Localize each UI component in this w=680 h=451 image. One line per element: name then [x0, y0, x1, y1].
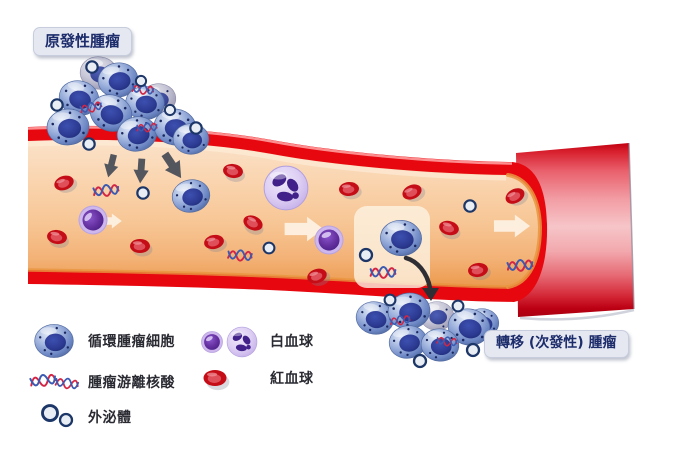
primary-tumor-label: 原發性腫瘤 [33, 27, 133, 56]
legend-item-white-blood-cell: 白血球 [196, 322, 314, 360]
exosome [358, 247, 374, 263]
legend-label: 腫瘤游離核酸 [88, 375, 175, 391]
exosome [85, 60, 99, 74]
exosome [163, 103, 177, 117]
vessel-lumen-top-sheen [27, 140, 507, 181]
legend-label: 外泌體 [88, 410, 132, 426]
exosome [262, 241, 276, 255]
tumor-free-nucleic-acid-icon [29, 372, 80, 391]
extravasation-arrow [403, 255, 439, 301]
exosome-icon [41, 404, 74, 428]
circulating-tumor-cell-icon [34, 323, 74, 359]
legend-item-tumor-free-nucleic-acid: 腫瘤游離核酸 [29, 364, 175, 400]
vessel-exterior-tube [516, 143, 634, 317]
legend-label: 循環腫瘤細胞 [88, 334, 175, 350]
white-blood-cell-large [263, 165, 309, 211]
legend-label: 紅血球 [270, 371, 314, 387]
metastatic-tumor-label: 轉移 (次發性) 腫瘤 [484, 330, 629, 358]
exosome [82, 137, 96, 151]
exosome [134, 74, 148, 88]
legend-item-circulating-tumor-cell: 循環腫瘤細胞 [30, 322, 175, 360]
vessel-contents [45, 162, 534, 290]
legend-item-exosome: 外泌體 [30, 400, 132, 434]
curved-arrow-head [422, 288, 439, 301]
legend-label: 白血球 [270, 334, 314, 350]
vessel-exterior-shadow [519, 308, 635, 321]
exosome [412, 353, 428, 369]
exosome [189, 121, 203, 135]
exosome [136, 186, 150, 200]
exosome [50, 98, 64, 112]
primary-tumor-cluster [45, 53, 210, 156]
legend-item-red-blood-cell: 紅血球 [196, 361, 314, 395]
exosome [465, 342, 481, 358]
vessel-lumen-cap-rim [506, 173, 543, 289]
exosome [451, 299, 465, 313]
vessel-lumen-bottom-rim [27, 268, 509, 289]
exosome [463, 199, 477, 213]
red-blood-cell-icon [203, 369, 230, 391]
white-blood-cell-icon [201, 326, 258, 358]
exosome [383, 293, 397, 307]
curved-arrow-shaft [403, 255, 433, 291]
metastatic-tumor-cluster [353, 290, 500, 369]
vessel-exterior-edge [628, 142, 635, 310]
